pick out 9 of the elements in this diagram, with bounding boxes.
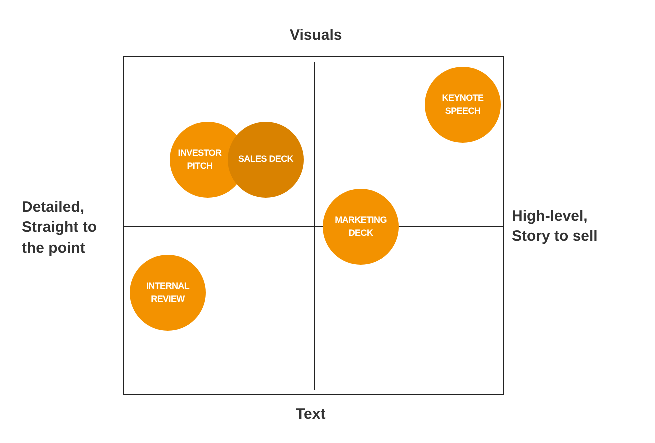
bubble-label: INVESTOR PITCH — [178, 146, 222, 173]
axis-label: Detailed, Straight to the point — [22, 198, 98, 258]
bubble-label: KEYNOTE SPEECH — [441, 92, 485, 118]
axis-label: Visuals — [290, 26, 344, 46]
bubble-label: MARKETING DECK — [334, 214, 388, 240]
axis-label: High-level, Story to sell — [512, 207, 599, 248]
bubble-label: INTERNAL REVIEW — [145, 280, 191, 306]
bubble-label: SALES DECK — [237, 153, 294, 166]
axis-label: Text — [296, 405, 327, 425]
